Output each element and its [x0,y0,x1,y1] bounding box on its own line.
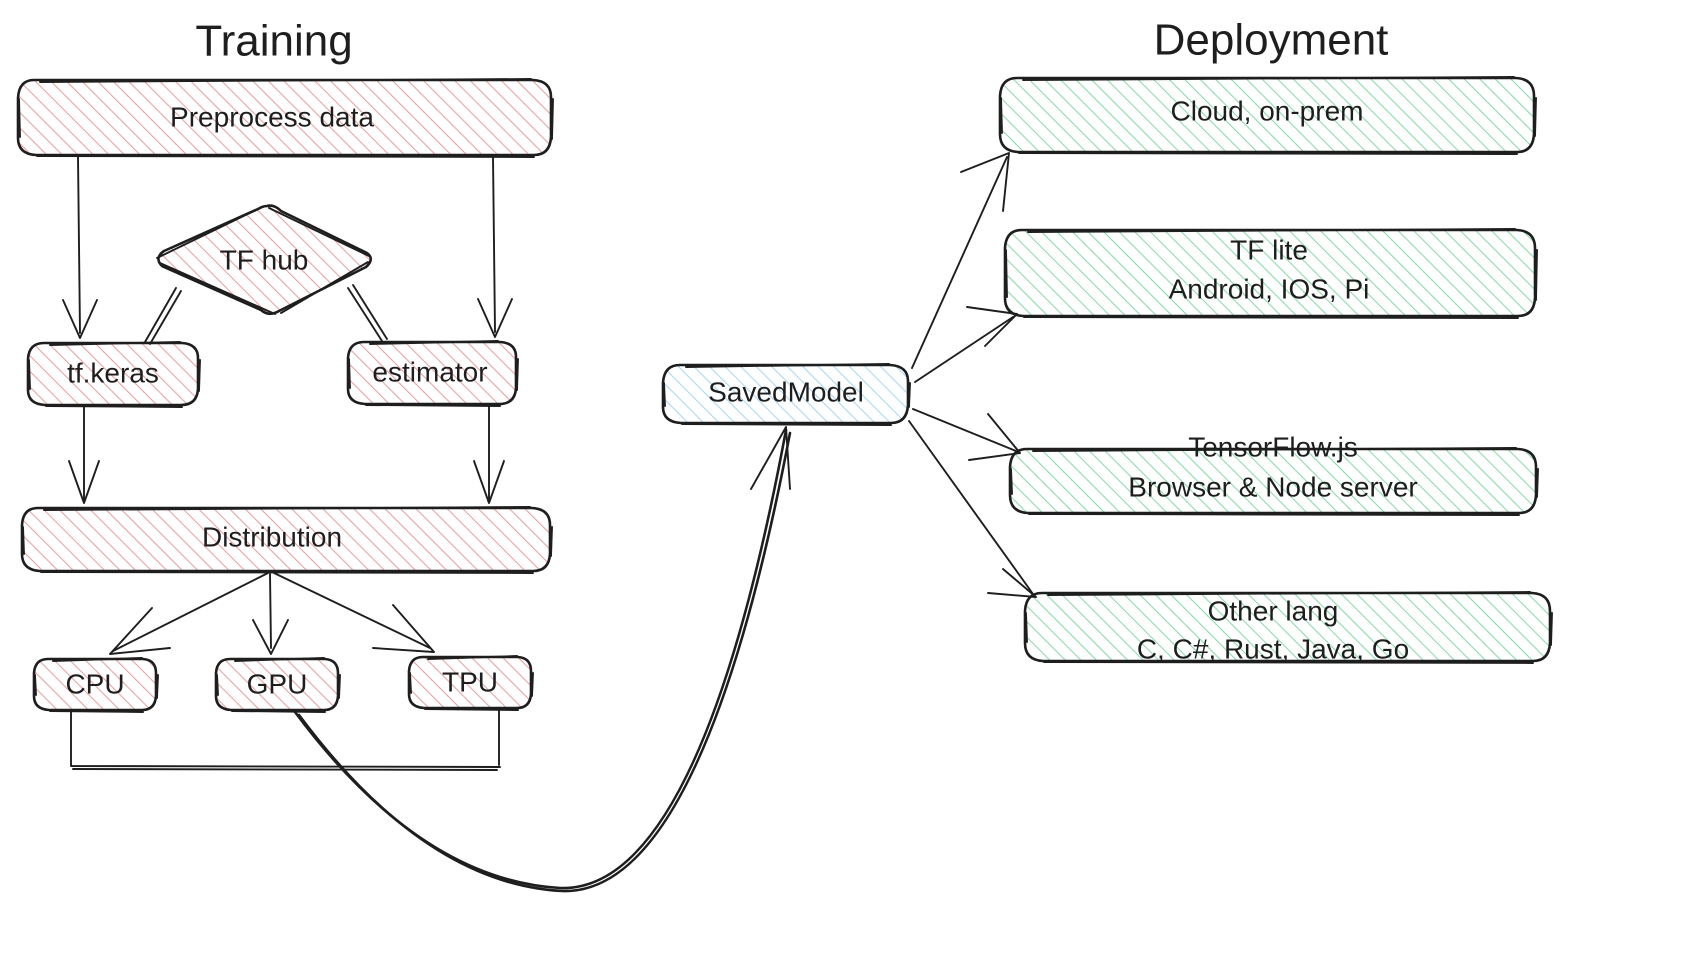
node-other-lang[interactable]: Other lang C, C#, Rust, Java, Go [1023,591,1553,664]
node-estimator[interactable]: estimator [346,340,519,407]
node-label: GPU [247,668,308,699]
node-label-line2: C, C#, Rust, Java, Go [1137,633,1409,664]
node-outline [1003,228,1537,318]
node-outline [1008,447,1538,515]
node-tf-lite[interactable]: TF lite Android, IOS, Pi [1003,228,1538,319]
node-outline [16,78,553,157]
node-outline-second-pass [1000,76,1537,155]
node-fill [1000,78,1534,152]
edge-savedmodel-to-cloud [911,152,1010,369]
node-tf-keras[interactable]: tf.keras [26,341,201,408]
node-outline [32,657,158,712]
node-outline [26,341,200,407]
node-fill [216,659,338,710]
edge-savedmodel-to-tflite [914,306,1018,383]
node-label: SavedModel [708,376,864,407]
node-outline [407,655,533,710]
node-label: TPU [442,666,498,697]
edge-tfkeras-to-distribution [68,405,100,504]
edge-gpu-to-savedmodel [293,426,792,893]
edge-savedmodel-to-tfjs [912,408,1021,461]
node-distribution[interactable]: Distribution [20,506,553,574]
node-outline [214,657,340,712]
node-outline-second-pass [156,206,370,315]
node-label: CPU [65,668,124,699]
edge-distribution-to-tpu [273,572,435,653]
node-outline-second-pass [28,341,201,408]
node-tf-hub[interactable]: TF hub [156,204,373,316]
node-outline [346,340,518,406]
edge-tfhub-to-tfkeras [144,287,182,345]
node-cpu[interactable]: CPU [32,657,159,713]
node-label: tf.keras [67,357,159,388]
node-label: Cloud, on-prem [1171,95,1364,126]
node-outline-second-pass [348,340,519,407]
node-fill [22,508,550,571]
node-label: estimator [372,356,487,387]
node-fill [409,657,531,708]
node-gpu[interactable]: GPU [214,657,341,713]
edge-distribution-to-gpu [252,573,289,655]
node-label: Distribution [202,521,342,552]
node-fill [663,365,908,423]
node-fill [1025,593,1550,661]
node-cloud-on-prem[interactable]: Cloud, on-prem [998,76,1537,155]
node-outline-second-pass [663,363,911,426]
node-outline [20,506,552,573]
node-outline-second-pass [216,657,341,713]
node-label-line1: TensorFlow.js [1188,431,1358,462]
node-saved-model[interactable]: SavedModel [661,363,911,426]
deployment-section-title: Deployment [1154,16,1389,65]
edge-distribution-to-cpu [109,572,269,655]
node-outline [1023,591,1552,663]
node-preprocess-data[interactable]: Preprocess data [16,78,554,158]
node-outline-second-pass [1005,228,1538,319]
node-label: Preprocess data [170,101,374,132]
node-fill [28,343,198,405]
training-section-title: Training [195,17,352,66]
node-outline-second-pass [1010,447,1539,516]
node-fill [1010,449,1536,513]
node-fill [1005,230,1535,316]
edge-estimator-to-distribution [473,404,505,504]
edge-preprocess-to-estimator [477,156,513,338]
edge-tfhub-to-estimator [347,284,388,342]
node-outline-second-pass [18,78,554,158]
node-outline-second-pass [34,657,159,713]
node-outline-second-pass [409,655,534,711]
node-label-line2: Browser & Node server [1128,471,1417,502]
node-fill [18,80,551,155]
node-label: TF hub [220,244,309,275]
node-fill [34,659,156,710]
edge-preprocess-to-tfkeras [62,156,98,339]
node-outline [661,363,910,425]
node-fill [348,342,516,404]
node-outline-second-pass [1025,591,1553,664]
node-outline [998,76,1536,154]
node-tpu[interactable]: TPU [407,655,534,711]
edge-savedmodel-to-otherlang [908,420,1037,598]
node-label-line1: TF lite [1230,234,1308,265]
node-tensorflow-js[interactable]: TensorFlow.js Browser & Node server [1008,431,1539,516]
node-outline-second-pass [22,506,553,574]
node-label-line1: Other lang [1208,595,1339,626]
node-label-line2: Android, IOS, Pi [1169,273,1370,304]
edge-cpu-tpu-bracket [70,709,501,771]
